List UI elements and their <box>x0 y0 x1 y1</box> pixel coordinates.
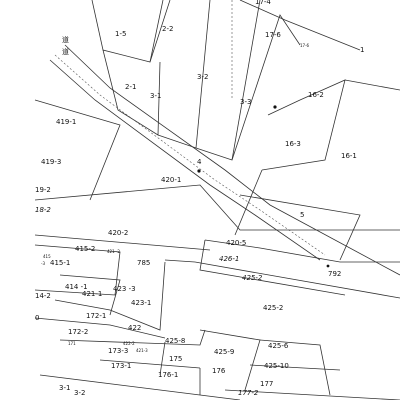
parcel-label: 419-1 <box>56 118 76 126</box>
parcel-boundaries <box>34 0 400 400</box>
parcel-label: 425-8 <box>165 337 185 345</box>
parcel-label: 17-6 <box>265 31 281 39</box>
parcel-label: 423 -3 <box>113 285 136 293</box>
parcel-label: 420-1 <box>161 176 181 184</box>
parcel-label: 425-6 <box>268 342 289 350</box>
parcel-label: 415-2 <box>75 245 95 253</box>
parcel-label: 415-1 <box>50 259 70 267</box>
parcel-label: 177-2 <box>238 389 259 397</box>
parcel-label: 173-1 <box>111 362 131 370</box>
parcel-label: 172-1 <box>86 312 106 320</box>
parcel-label: 422 <box>128 324 141 332</box>
road-name-char: 道 <box>62 35 69 44</box>
parcel-label: 16-1 <box>341 152 357 160</box>
parcel-label: 425-2 <box>242 274 263 282</box>
parcel-label: 16-3 <box>285 140 301 148</box>
parcel-label: 172-2 <box>68 328 88 336</box>
parcel-label: 3-1 <box>59 384 70 392</box>
parcel-label: -3 <box>41 261 45 266</box>
parcel-label: 792 <box>328 270 341 278</box>
survey-point-marker <box>197 169 201 173</box>
survey-points <box>197 105 330 268</box>
parcel-label: 415 <box>43 254 51 259</box>
parcel-label: 421-3 <box>136 348 148 353</box>
survey-point-marker <box>326 264 330 268</box>
parcel-label: 423-1 <box>131 299 151 307</box>
parcel-label: 176-1 <box>158 371 178 379</box>
parcel-label: 785 <box>137 259 150 267</box>
parcel-label: 16-2 <box>308 91 324 99</box>
parcel-label: 425-10 <box>264 362 289 370</box>
parcel-label: 4 <box>197 158 202 166</box>
survey-point-marker <box>273 105 277 109</box>
parcel-label: 171 <box>68 341 76 346</box>
parcel-label: 177 <box>260 380 273 388</box>
parcel-label: 2-2 <box>162 25 173 33</box>
parcel-label: 3-2 <box>74 389 85 397</box>
parcel-label: 19-2 <box>35 186 51 194</box>
parcel-label: 425-2 <box>263 304 283 312</box>
parcel-label: 419-3 <box>41 158 61 166</box>
parcel-label: 3-1 <box>150 92 161 100</box>
parcel-label: 175 <box>169 355 182 363</box>
parcel-label: 0 <box>35 314 39 322</box>
parcel-label: 425-9 <box>214 348 234 356</box>
parcel-label: 420-5 <box>226 239 246 247</box>
parcel-label: 5 <box>300 211 304 219</box>
parcel-label: 1 <box>360 46 364 54</box>
parcel-label: 17-6 <box>300 43 310 48</box>
parcel-label: 1-5 <box>115 30 126 38</box>
parcel-label: 3-2 <box>197 73 208 81</box>
parcel-label: 422-2 <box>123 341 135 346</box>
parcel-labels: 17-4 1-5 2-2 17-6 17-6 1 2-1 3-2 3-1 3-3… <box>35 0 364 397</box>
parcel-label: 421 -2 <box>107 249 120 254</box>
parcel-label: 3-3 <box>240 98 251 106</box>
parcel-label: 414 -1 <box>65 283 88 291</box>
parcel-label: 173-3 <box>108 347 128 355</box>
parcel-label: 421-1 <box>82 290 102 298</box>
parcel-label: 2-1 <box>125 83 136 91</box>
parcel-label: 426-1 <box>219 255 239 263</box>
parcel-label: 176 <box>212 367 226 375</box>
parcel-label: 14-2 <box>35 292 51 300</box>
parcel-label: 17-4 <box>255 0 271 6</box>
road-name-char: 道 <box>62 47 69 56</box>
parcel-label: 420-2 <box>108 229 128 237</box>
parcel-label: 18-2 <box>35 206 51 214</box>
